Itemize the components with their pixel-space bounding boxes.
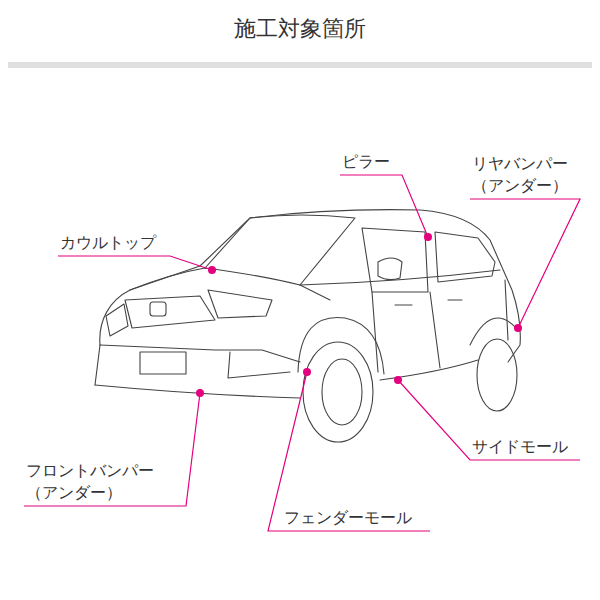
part-label: サイドモール [472,436,568,458]
body-silhouette [100,210,521,362]
side-sill [380,360,478,380]
front-wheel [303,342,373,442]
target-dot [208,266,216,274]
page-title: 施工対象箇所 [0,14,600,44]
leader-lines [24,175,580,531]
front-fender-arch [298,317,384,374]
door-lines [372,280,508,372]
windshield [205,215,355,285]
door-mirror [378,258,402,280]
leader-line [268,372,430,531]
leader-line [398,380,580,460]
target-dot [196,389,204,397]
front-wheel-rim [322,359,362,425]
target-dot [303,368,311,376]
part-label: リヤバンパー （アンダー） [472,153,584,197]
rear-door-window [435,232,495,282]
part-label: カウルトップ [60,232,156,254]
part-label: ピラー [342,151,390,173]
leader-line [24,393,200,506]
rear-arch [470,318,518,345]
target-dots [196,233,522,397]
part-label: フロントバンパー （アンダー） [26,460,166,504]
car-outline [95,210,520,442]
rear-wheel [477,339,517,411]
leader-line [470,199,580,328]
license-plate [140,352,186,374]
part-label: フェンダーモール [284,507,412,529]
bumper-upper [100,345,300,362]
target-dot [514,324,522,332]
door-handles [395,300,462,305]
right-headlight [208,290,272,318]
header-bar [8,62,592,68]
bumper-sides [95,345,290,385]
hood-line [130,268,330,300]
target-dot [424,233,432,241]
target-dot [394,376,402,384]
leader-line [340,175,428,237]
left-headlight [106,304,128,336]
leader-line [58,256,212,270]
bumper-lower [95,385,300,398]
grille [125,296,215,328]
front-door-window [362,228,428,292]
emblem [150,302,166,316]
